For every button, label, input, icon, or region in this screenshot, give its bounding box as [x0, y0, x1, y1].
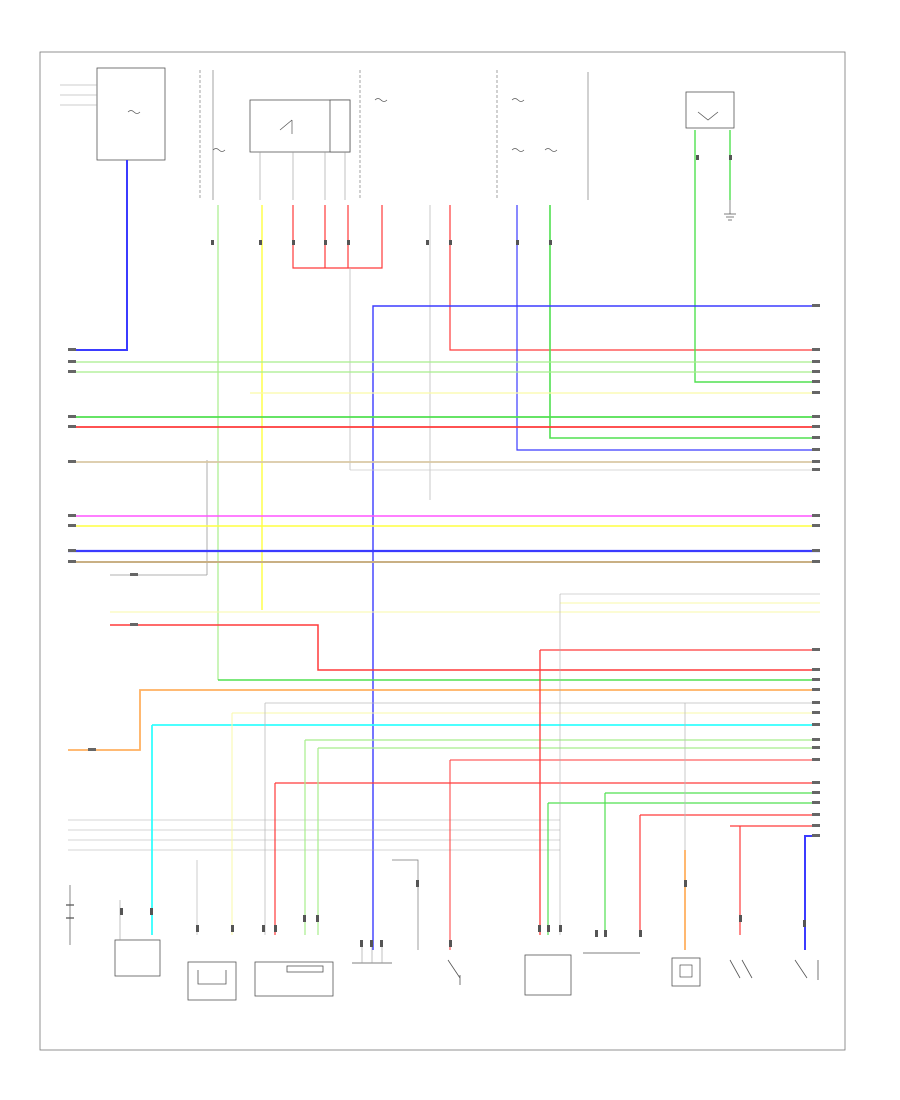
wire-blue-3 — [372, 305, 820, 950]
top-right-switch — [685, 91, 735, 129]
wire-orange-h1 — [68, 689, 820, 751]
left-side-pin-marks — [68, 348, 138, 751]
bottom-sensor-3 — [254, 961, 334, 997]
bottom-switch-3 — [794, 959, 819, 980]
bottom-vertical-wires — [151, 594, 741, 950]
fuse-icon — [212, 148, 226, 152]
switch-icon — [697, 111, 719, 121]
wire-green-1 — [549, 205, 820, 439]
fuse-icon — [374, 98, 388, 102]
top-relay-box — [249, 99, 351, 200]
sensor-icon — [66, 904, 74, 919]
wire-red-1 — [292, 205, 383, 269]
ground-icon — [724, 213, 736, 221]
wire-green-2 — [694, 130, 820, 383]
top-left-fuse-box — [60, 67, 166, 161]
connector-stubs — [120, 155, 806, 947]
right-side-pin-marks — [812, 304, 820, 837]
bottom-sensor-4 — [524, 954, 572, 996]
bottom-switch-2 — [729, 959, 753, 979]
switch-icon — [729, 959, 753, 979]
sensor-icon — [197, 970, 227, 985]
bottom-sensor-2 — [187, 961, 237, 1001]
fuse-icon — [127, 110, 141, 114]
top-fuse-1 — [199, 70, 226, 200]
top-vertical-wires — [68, 130, 820, 950]
bottom-sensor-6 — [671, 957, 701, 987]
wire-blue-left — [68, 160, 128, 351]
relay-icon — [279, 119, 293, 134]
top-fuse-2 — [359, 70, 388, 200]
fuse-icon — [544, 148, 558, 152]
wire-red-4 — [449, 205, 820, 351]
bottom-sensor-1 — [66, 885, 74, 945]
top-fuse-3 — [496, 70, 558, 200]
bottom-solenoid-1 — [114, 900, 161, 977]
horizontal-wires — [68, 361, 820, 950]
wire-blue-2 — [516, 205, 820, 451]
ground-top-right — [724, 200, 736, 221]
bottom-switch-1 — [392, 859, 461, 985]
wire-red-h2 — [110, 624, 820, 671]
fuse-icon — [511, 148, 525, 152]
switch-icon — [447, 959, 461, 985]
fuse-icon — [511, 98, 525, 102]
switch-icon — [794, 959, 819, 980]
